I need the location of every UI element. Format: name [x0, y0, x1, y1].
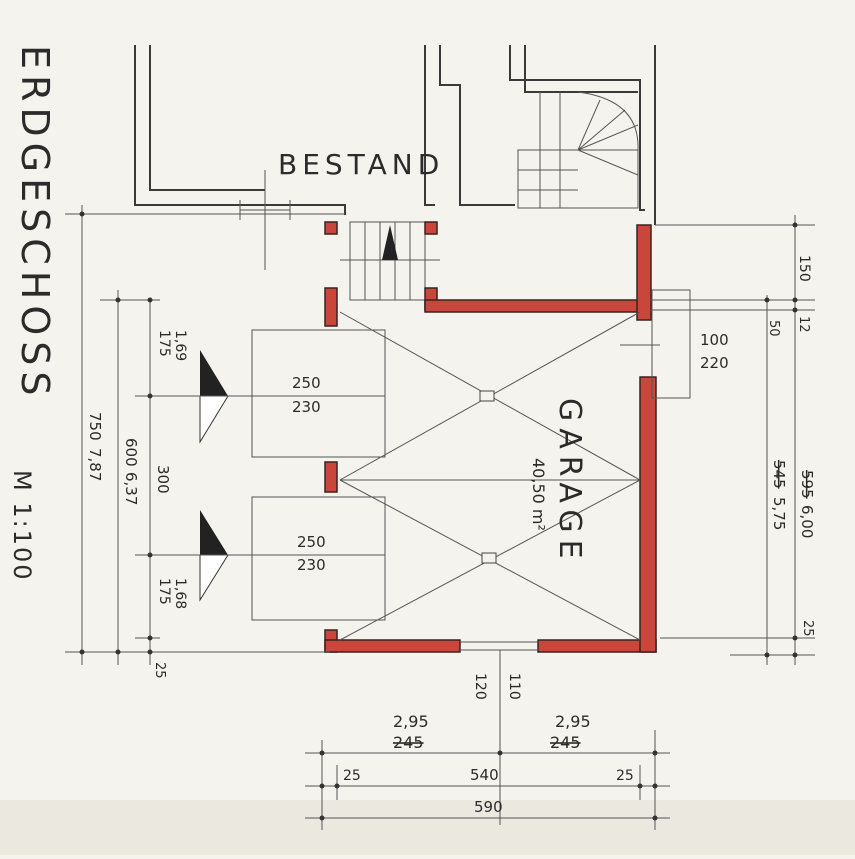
paper-edge — [0, 800, 855, 855]
bottom-door-w: 110 — [506, 673, 522, 700]
bottom-left-old: 245 — [393, 733, 424, 752]
stair-arrow-icon — [382, 225, 398, 260]
existing-building — [134, 45, 656, 301]
bottom-wall-right: 25 — [616, 768, 634, 784]
garage-walls — [324, 221, 657, 653]
window-height: 220 — [700, 354, 729, 372]
right-window-sill: 50 — [766, 320, 781, 337]
garage-door-lower — [199, 496, 386, 621]
bottom-inner: 540 — [470, 766, 499, 784]
bottom-left-new: 2,95 — [393, 712, 429, 731]
existing-label: BESTAND — [278, 148, 444, 181]
bottom-right-old: 245 — [550, 733, 581, 752]
right-outer-old: 595 — [798, 470, 816, 499]
left-lower-b: 175 — [156, 578, 172, 605]
right-inner-old: 545 — [770, 460, 788, 489]
left-mid-new: 6,37 — [122, 472, 140, 505]
garage-ceiling-lines — [339, 311, 641, 641]
rear-door — [460, 641, 538, 825]
door-lower-bottom: 230 — [297, 556, 326, 574]
bottom-dimensions — [305, 730, 670, 830]
right-gap: 12 — [796, 316, 811, 333]
bottom-right-new: 2,95 — [555, 712, 591, 731]
right-outer-new: 6,00 — [798, 505, 816, 538]
right-top: 150 — [796, 255, 812, 282]
door-arrow-icon — [200, 510, 228, 555]
left-outer: 750 — [86, 412, 104, 441]
left-dimensions — [65, 205, 345, 665]
plan-title: ERDGESCHOSS — [13, 45, 57, 402]
right-inner-new: 5,75 — [770, 497, 788, 530]
door-lower-top: 250 — [297, 533, 326, 551]
room-area: 40,50 m² — [529, 458, 548, 531]
room-label: GARAGE — [552, 398, 587, 566]
garage-door-upper — [199, 329, 386, 458]
bottom-wall-left: 25 — [343, 768, 361, 784]
left-upper-a: 1,69 — [172, 330, 188, 361]
right-bottom: 25 — [800, 620, 815, 637]
left-lower-a: 1,68 — [172, 578, 188, 609]
left-upper-b: 175 — [156, 330, 172, 357]
window-width: 100 — [700, 331, 729, 349]
right-dimensions — [650, 215, 815, 665]
left-outer-new: 7,87 — [86, 448, 104, 481]
left-mid: 600 — [122, 438, 140, 467]
door-upper-bottom: 230 — [292, 398, 321, 416]
side-window — [620, 289, 691, 399]
left-bottom: 25 — [152, 662, 167, 679]
plan-scale: M 1:100 — [8, 470, 36, 582]
bottom-door-h: 120 — [472, 673, 488, 700]
door-arrow-icon — [200, 350, 228, 396]
door-upper-top: 250 — [292, 374, 321, 392]
left-center: 300 — [154, 465, 172, 494]
bottom-total: 590 — [474, 798, 503, 816]
